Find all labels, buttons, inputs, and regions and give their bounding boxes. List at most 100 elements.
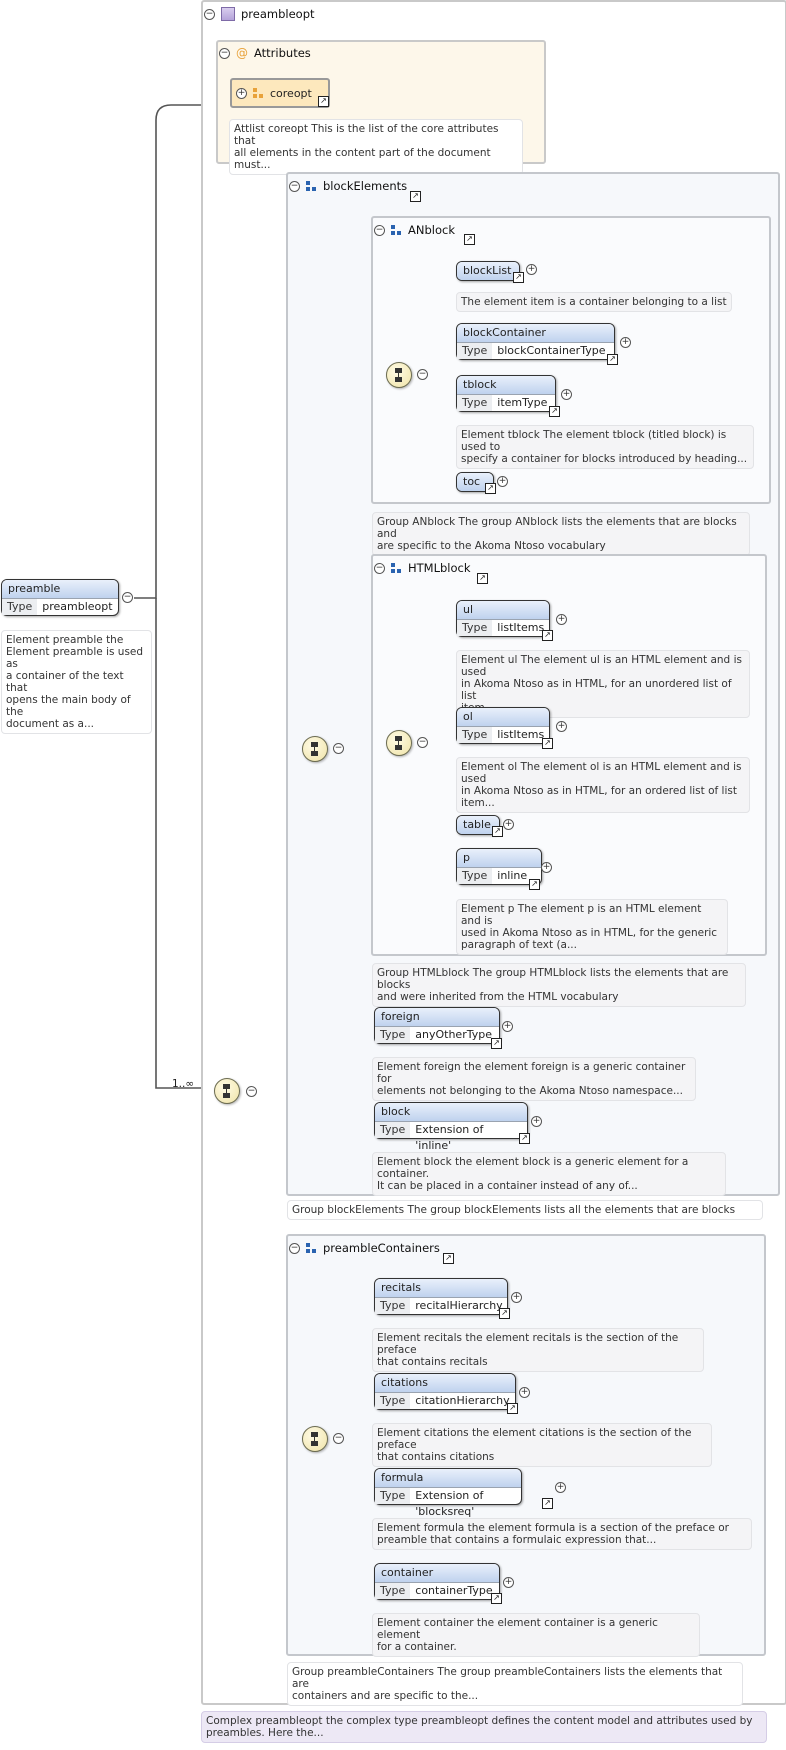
ref-icon[interactable]: ↗ — [607, 354, 618, 365]
expand-toggle[interactable]: + — [531, 1116, 542, 1127]
HTMLblock-group-frame — [371, 554, 767, 956]
ref-icon[interactable]: ↗ — [499, 1308, 510, 1319]
coreopt-ref-icon[interactable]: ↗ — [318, 96, 329, 107]
collapse-toggle[interactable]: − — [246, 1086, 257, 1097]
table-element[interactable]: table — [456, 815, 500, 835]
ANblock-ref-icon[interactable]: ↗ — [464, 234, 475, 245]
attributes-note: Attlist coreopt This is the list of the … — [229, 119, 523, 175]
element-type: listItems — [497, 728, 545, 741]
element-name: container — [375, 1564, 499, 1582]
HTMLblock-title: HTMLblock — [408, 561, 471, 575]
ref-icon[interactable]: ↗ — [507, 1403, 518, 1414]
collapse-toggle[interactable]: − — [374, 224, 385, 236]
ref-icon[interactable]: ↗ — [542, 630, 553, 641]
toc-element[interactable]: toc — [456, 472, 494, 492]
group-icon — [391, 562, 402, 574]
ref-icon[interactable]: ↗ — [529, 879, 540, 890]
element-type: itemType — [497, 396, 548, 409]
element-name: citations — [375, 1374, 515, 1392]
expand-toggle[interactable]: + — [556, 721, 567, 732]
HTMLblock-header: − HTMLblock — [374, 561, 471, 575]
expand-toggle[interactable]: + — [502, 1021, 513, 1032]
expand-toggle[interactable]: + — [620, 337, 631, 348]
element-type: blockContainerType — [497, 344, 606, 357]
blockList-element[interactable]: blockList — [456, 261, 520, 281]
ref-icon[interactable]: ↗ — [542, 1498, 553, 1509]
complex-type-header: − preambleopt — [204, 7, 315, 21]
block-note: Element block the element block is a gen… — [372, 1152, 726, 1196]
citations-note: Element citations the element citations … — [372, 1423, 712, 1467]
collapse-toggle[interactable]: − — [333, 1433, 344, 1444]
element-name: blockContainer — [457, 324, 614, 342]
expand-toggle[interactable]: + — [541, 862, 552, 873]
ref-icon[interactable]: ↗ — [485, 483, 496, 494]
collapse-toggle[interactable]: − — [333, 743, 344, 754]
collapse-toggle[interactable]: − — [219, 47, 230, 59]
ref-icon[interactable]: ↗ — [492, 826, 503, 837]
expand-toggle[interactable]: + — [511, 1292, 522, 1303]
element-type: listItems — [497, 621, 545, 634]
coreopt-label: coreopt — [270, 86, 312, 100]
expand-toggle[interactable]: + — [519, 1387, 530, 1398]
expand-toggle[interactable]: + — [236, 87, 247, 99]
choice-compositor-icon — [386, 730, 412, 756]
foreign-note: Element foreign the element foreign is a… — [372, 1057, 696, 1101]
ANblock-title: ANblock — [408, 223, 455, 237]
blockElements-ref-icon[interactable]: ↗ — [410, 191, 421, 202]
element-name: formula — [375, 1469, 521, 1487]
collapse-toggle[interactable]: − — [122, 592, 133, 603]
expand-toggle[interactable]: + — [555, 1482, 566, 1493]
element-type: Extension of 'inline' — [415, 1123, 484, 1152]
HTMLblock-ref-icon[interactable]: ↗ — [477, 573, 488, 584]
ref-icon[interactable]: ↗ — [513, 272, 524, 283]
blockElements-header: − blockElements — [289, 179, 407, 193]
expand-toggle[interactable]: + — [561, 389, 572, 400]
collapse-toggle[interactable]: − — [417, 737, 428, 748]
ref-icon[interactable]: ↗ — [519, 1133, 530, 1144]
attributes-title: Attributes — [254, 46, 311, 60]
collapse-toggle[interactable]: − — [204, 8, 215, 20]
collapse-toggle[interactable]: − — [417, 369, 428, 380]
expand-toggle[interactable]: + — [503, 819, 514, 830]
expand-toggle[interactable]: + — [503, 1577, 514, 1588]
element-type: citationHierarchy — [415, 1394, 510, 1407]
expand-toggle[interactable]: + — [556, 614, 567, 625]
expand-toggle[interactable]: + — [497, 476, 508, 487]
element-name: foreign — [375, 1008, 499, 1026]
ul-note: Element ul The element ul is an HTML ele… — [456, 650, 750, 718]
element-name: block — [375, 1103, 527, 1121]
element-type: inline — [497, 869, 528, 882]
ref-icon[interactable]: ↗ — [491, 1038, 502, 1049]
coreopt-attribute-group[interactable]: + coreopt — [230, 78, 330, 108]
ANblock-note: Group ANblock The group ANblock lists th… — [372, 512, 750, 556]
choice-compositor-icon — [386, 362, 412, 388]
collapse-toggle[interactable]: − — [289, 1242, 300, 1254]
preambleContainers-ref-icon[interactable]: ↗ — [443, 1253, 454, 1264]
occurrence-label: 1..∞ — [172, 1078, 195, 1090]
collapse-toggle[interactable]: − — [374, 562, 385, 574]
element-name: tblock — [457, 376, 555, 394]
complex-type-title: preambleopt — [241, 7, 315, 21]
element-name: preamble — [2, 580, 118, 598]
attribute-icon: @ — [236, 46, 248, 60]
blockElements-title: blockElements — [323, 179, 408, 193]
collapse-toggle[interactable]: − — [289, 180, 300, 192]
ref-icon[interactable]: ↗ — [491, 1593, 502, 1604]
ref-icon[interactable]: ↗ — [549, 406, 560, 417]
ref-icon[interactable]: ↗ — [542, 738, 553, 749]
element-type: preambleopt — [42, 600, 113, 613]
expand-toggle[interactable]: + — [526, 264, 537, 275]
preamble-note: Element preamble the Element preamble is… — [1, 630, 152, 734]
